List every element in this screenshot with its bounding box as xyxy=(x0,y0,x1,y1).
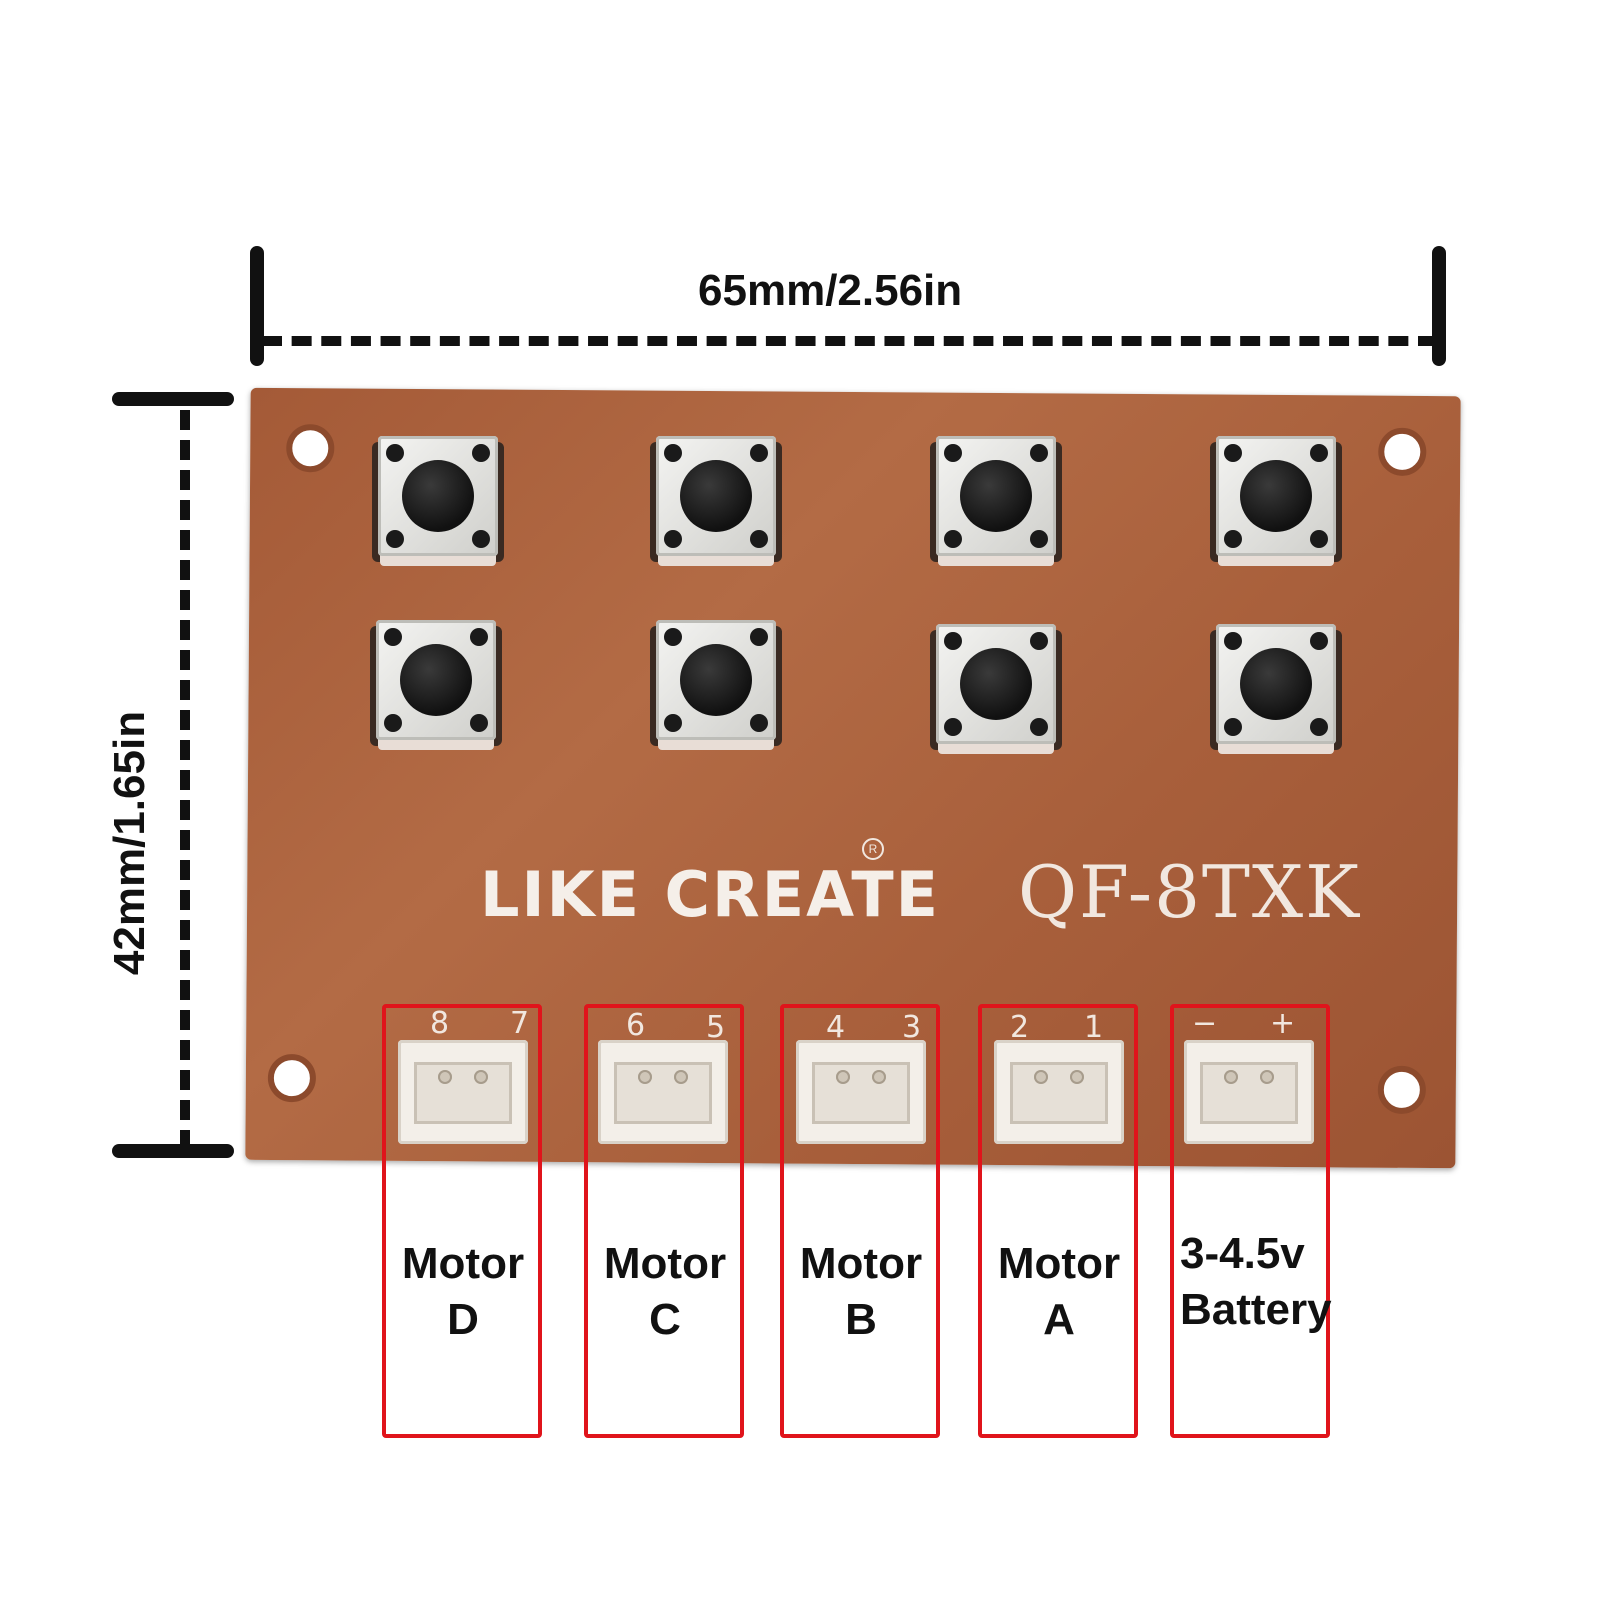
tactile-switch[interactable] xyxy=(370,620,502,750)
highlight-box-motor-b xyxy=(780,1004,940,1438)
width-dimension-label: 65mm/2.56in xyxy=(698,266,963,315)
connector-motor-a[interactable] xyxy=(994,1040,1124,1144)
highlight-box-motor-a xyxy=(978,1004,1138,1438)
pin-label: 3 xyxy=(902,1010,922,1045)
switch-knob-icon xyxy=(400,644,472,716)
switch-knob-icon xyxy=(1240,460,1312,532)
pin-label: 5 xyxy=(706,1010,726,1045)
tactile-switch[interactable] xyxy=(1210,624,1342,754)
mounting-hole xyxy=(286,424,335,473)
highlight-box-motor-c xyxy=(584,1004,744,1438)
height-marker-top-cap xyxy=(112,392,234,406)
tactile-switch[interactable] xyxy=(372,436,504,566)
tactile-switch[interactable] xyxy=(930,436,1062,566)
connector-motor-c[interactable] xyxy=(598,1040,728,1144)
mounting-hole xyxy=(1378,427,1427,476)
switch-knob-icon xyxy=(680,460,752,532)
tactile-switch[interactable] xyxy=(930,624,1062,754)
width-dimension-line xyxy=(262,336,1438,346)
mounting-hole xyxy=(1377,1065,1427,1115)
pin-label: 6 xyxy=(626,1008,646,1043)
pin-label: 1 xyxy=(1084,1010,1104,1045)
connector-motor-b[interactable] xyxy=(796,1040,926,1144)
width-marker-left-cap xyxy=(250,246,264,366)
registered-mark-icon: R xyxy=(862,838,884,860)
height-marker-bottom-cap xyxy=(112,1144,234,1158)
pin-label: 7 xyxy=(510,1006,530,1041)
tactile-switch[interactable] xyxy=(650,436,782,566)
pin-label: 8 xyxy=(430,1006,450,1041)
height-dimension-label: 42mm/1.65in xyxy=(105,710,154,976)
mounting-hole xyxy=(267,1053,317,1103)
height-dimension-line xyxy=(180,410,190,1150)
switch-knob-icon xyxy=(402,460,474,532)
connector-motor-d[interactable] xyxy=(398,1040,528,1144)
switch-knob-icon xyxy=(680,644,752,716)
switch-knob-icon xyxy=(960,648,1032,720)
pin-label: 2 xyxy=(1010,1010,1030,1045)
width-marker-right-cap xyxy=(1432,246,1446,366)
tactile-switch[interactable] xyxy=(650,620,782,750)
switch-knob-icon xyxy=(1240,648,1312,720)
brand-logo: LIKE CREATE xyxy=(480,858,940,931)
pin-label: 4 xyxy=(826,1010,846,1045)
model-number: QF-8TXK xyxy=(1018,850,1361,934)
pin-label: + xyxy=(1270,1006,1296,1041)
pin-label: − xyxy=(1192,1006,1218,1041)
highlight-box-battery xyxy=(1170,1004,1330,1438)
tactile-switch[interactable] xyxy=(1210,436,1342,566)
highlight-box-motor-d xyxy=(382,1004,542,1438)
connector-battery[interactable] xyxy=(1184,1040,1314,1144)
switch-knob-icon xyxy=(960,460,1032,532)
